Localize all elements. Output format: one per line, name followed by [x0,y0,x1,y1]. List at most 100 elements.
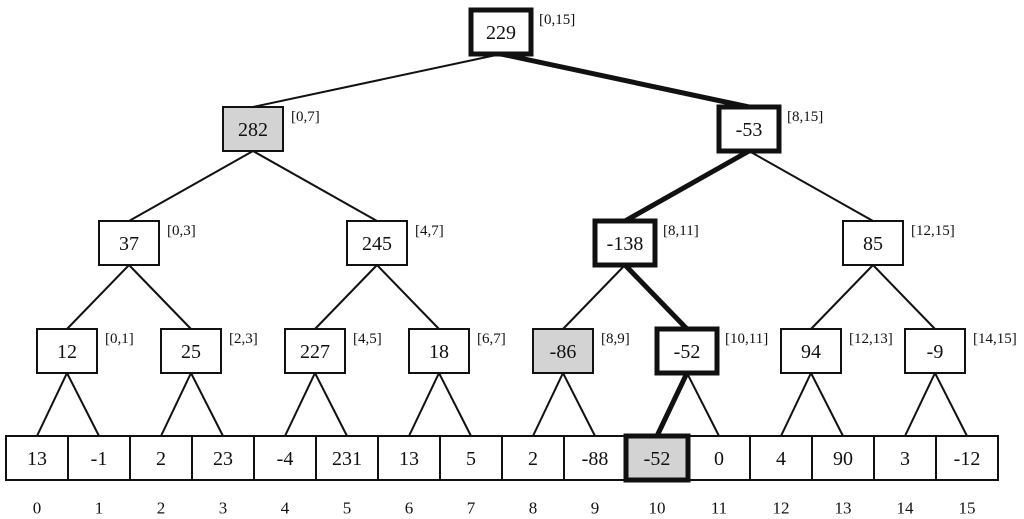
edges-layer [36,51,968,438]
array-index-label: 4 [281,499,290,518]
node-value: 245 [362,233,392,255]
nodes-layer: 229[0,15]282[0,7]-53[8,15]37[0,3]245[4,7… [36,7,1017,376]
tree-edge [252,150,378,222]
array-index-label: 7 [467,499,476,518]
array-cell-value: 5 [466,448,476,470]
array-cell-12: 4 [749,435,813,481]
tree-edge [252,53,502,108]
node-value: 12 [57,341,77,363]
array-index-label: 5 [343,499,352,518]
node-value: -9 [927,341,944,363]
array-cell-box [563,435,627,481]
tree-edge [500,51,750,110]
array-cell-0: 13 [5,435,69,481]
array-index-label: 10 [649,499,666,518]
node-value: -52 [674,341,701,363]
node-box [222,106,284,152]
tree-edge [160,372,192,437]
node-value: 227 [300,341,330,363]
node-box [532,328,594,374]
node-value: 25 [181,341,201,363]
node-range: [0,7] [291,109,320,125]
array-cell-13: 90 [811,435,875,481]
tree-edge [748,150,874,222]
node-box [346,220,408,266]
node-range: [8,9] [601,331,630,347]
node-box [284,328,346,374]
tree-node-b1: 85[12,15] [842,220,955,266]
array-cell-box [67,435,131,481]
array-index-label: 9 [591,499,600,518]
array-cell-box [439,435,503,481]
tree-node-b: -53[8,15] [716,104,823,154]
array-cell-box [811,435,875,481]
array-cell-box [315,435,379,481]
array-index-label: 1 [95,499,104,518]
array-cell-15: -12 [935,435,999,481]
tree-edge [654,371,690,438]
tree-edge [623,263,689,331]
array-layer: 130-1122233-4423151365728-889-5210011412… [5,433,999,518]
array-cell-value: -1 [91,448,108,470]
tree-edge [904,372,936,437]
tree-edge [128,264,192,330]
node-value: 37 [119,233,139,255]
array-cell-4: -4 [253,435,317,481]
array-cell-box [191,435,255,481]
array-index-label: 12 [773,499,790,518]
array-index-label: 15 [959,499,976,518]
node-box [468,7,534,57]
array-cell-value: 23 [213,448,233,470]
tree-node-l1: 25[2,3] [160,328,258,374]
array-cell-2: 2 [129,435,193,481]
array-cell-highlight [623,433,691,483]
array-cell-3: 23 [191,435,255,481]
node-range: [12,15] [911,223,955,239]
array-cell-value: 13 [399,448,419,470]
tree-node-a: 282 [0,7] [222,106,320,152]
tree-node-l6: 94 [12,13] [780,328,893,374]
tree-edge [934,372,968,437]
array-cell-value: 0 [714,448,724,470]
tree-edge [810,372,844,437]
node-range: [8,11] [663,223,699,239]
node-value: 282 [238,119,268,141]
node-box [36,328,98,374]
array-index-label: 13 [835,499,852,518]
tree-node-a0: 37[0,3] [98,220,196,266]
tree-edge [376,264,440,330]
tree-edge [66,264,130,330]
node-range: [14,15] [973,331,1017,347]
tree-edge [810,264,874,330]
array-index-label: 14 [897,499,915,518]
array-cell-box [935,435,999,481]
array-cell-box [5,435,69,481]
tree-node-l2: 227[4,5] [284,328,382,374]
tree-node-b0: -138[8,11] [592,218,699,268]
node-range: [0,15] [539,12,575,28]
array-cell-value: 4 [776,448,786,470]
tree-edge [532,372,564,437]
array-cell-value: 90 [833,448,853,470]
tree-edge [780,372,812,437]
array-cell-9: -88 [563,435,627,481]
node-range: [8,15] [787,109,823,125]
node-box [904,328,966,374]
array-index-label: 6 [405,499,414,518]
array-cell-14: 3 [873,435,937,481]
array-index-label: 0 [33,499,42,518]
node-box [780,328,842,374]
array-index-label: 2 [157,499,166,518]
node-range: [12,13] [849,331,893,347]
node-box [98,220,160,266]
tree-node-a1: 245[4,7] [346,220,444,266]
node-value: 94 [801,341,821,363]
array-cell-6: 13 [377,435,441,481]
tree-edge [190,372,224,437]
node-value: -86 [550,341,577,363]
tree-edge [686,372,720,437]
tree-edge [872,264,936,330]
node-box [160,328,222,374]
array-cell-7: 5 [439,435,503,481]
